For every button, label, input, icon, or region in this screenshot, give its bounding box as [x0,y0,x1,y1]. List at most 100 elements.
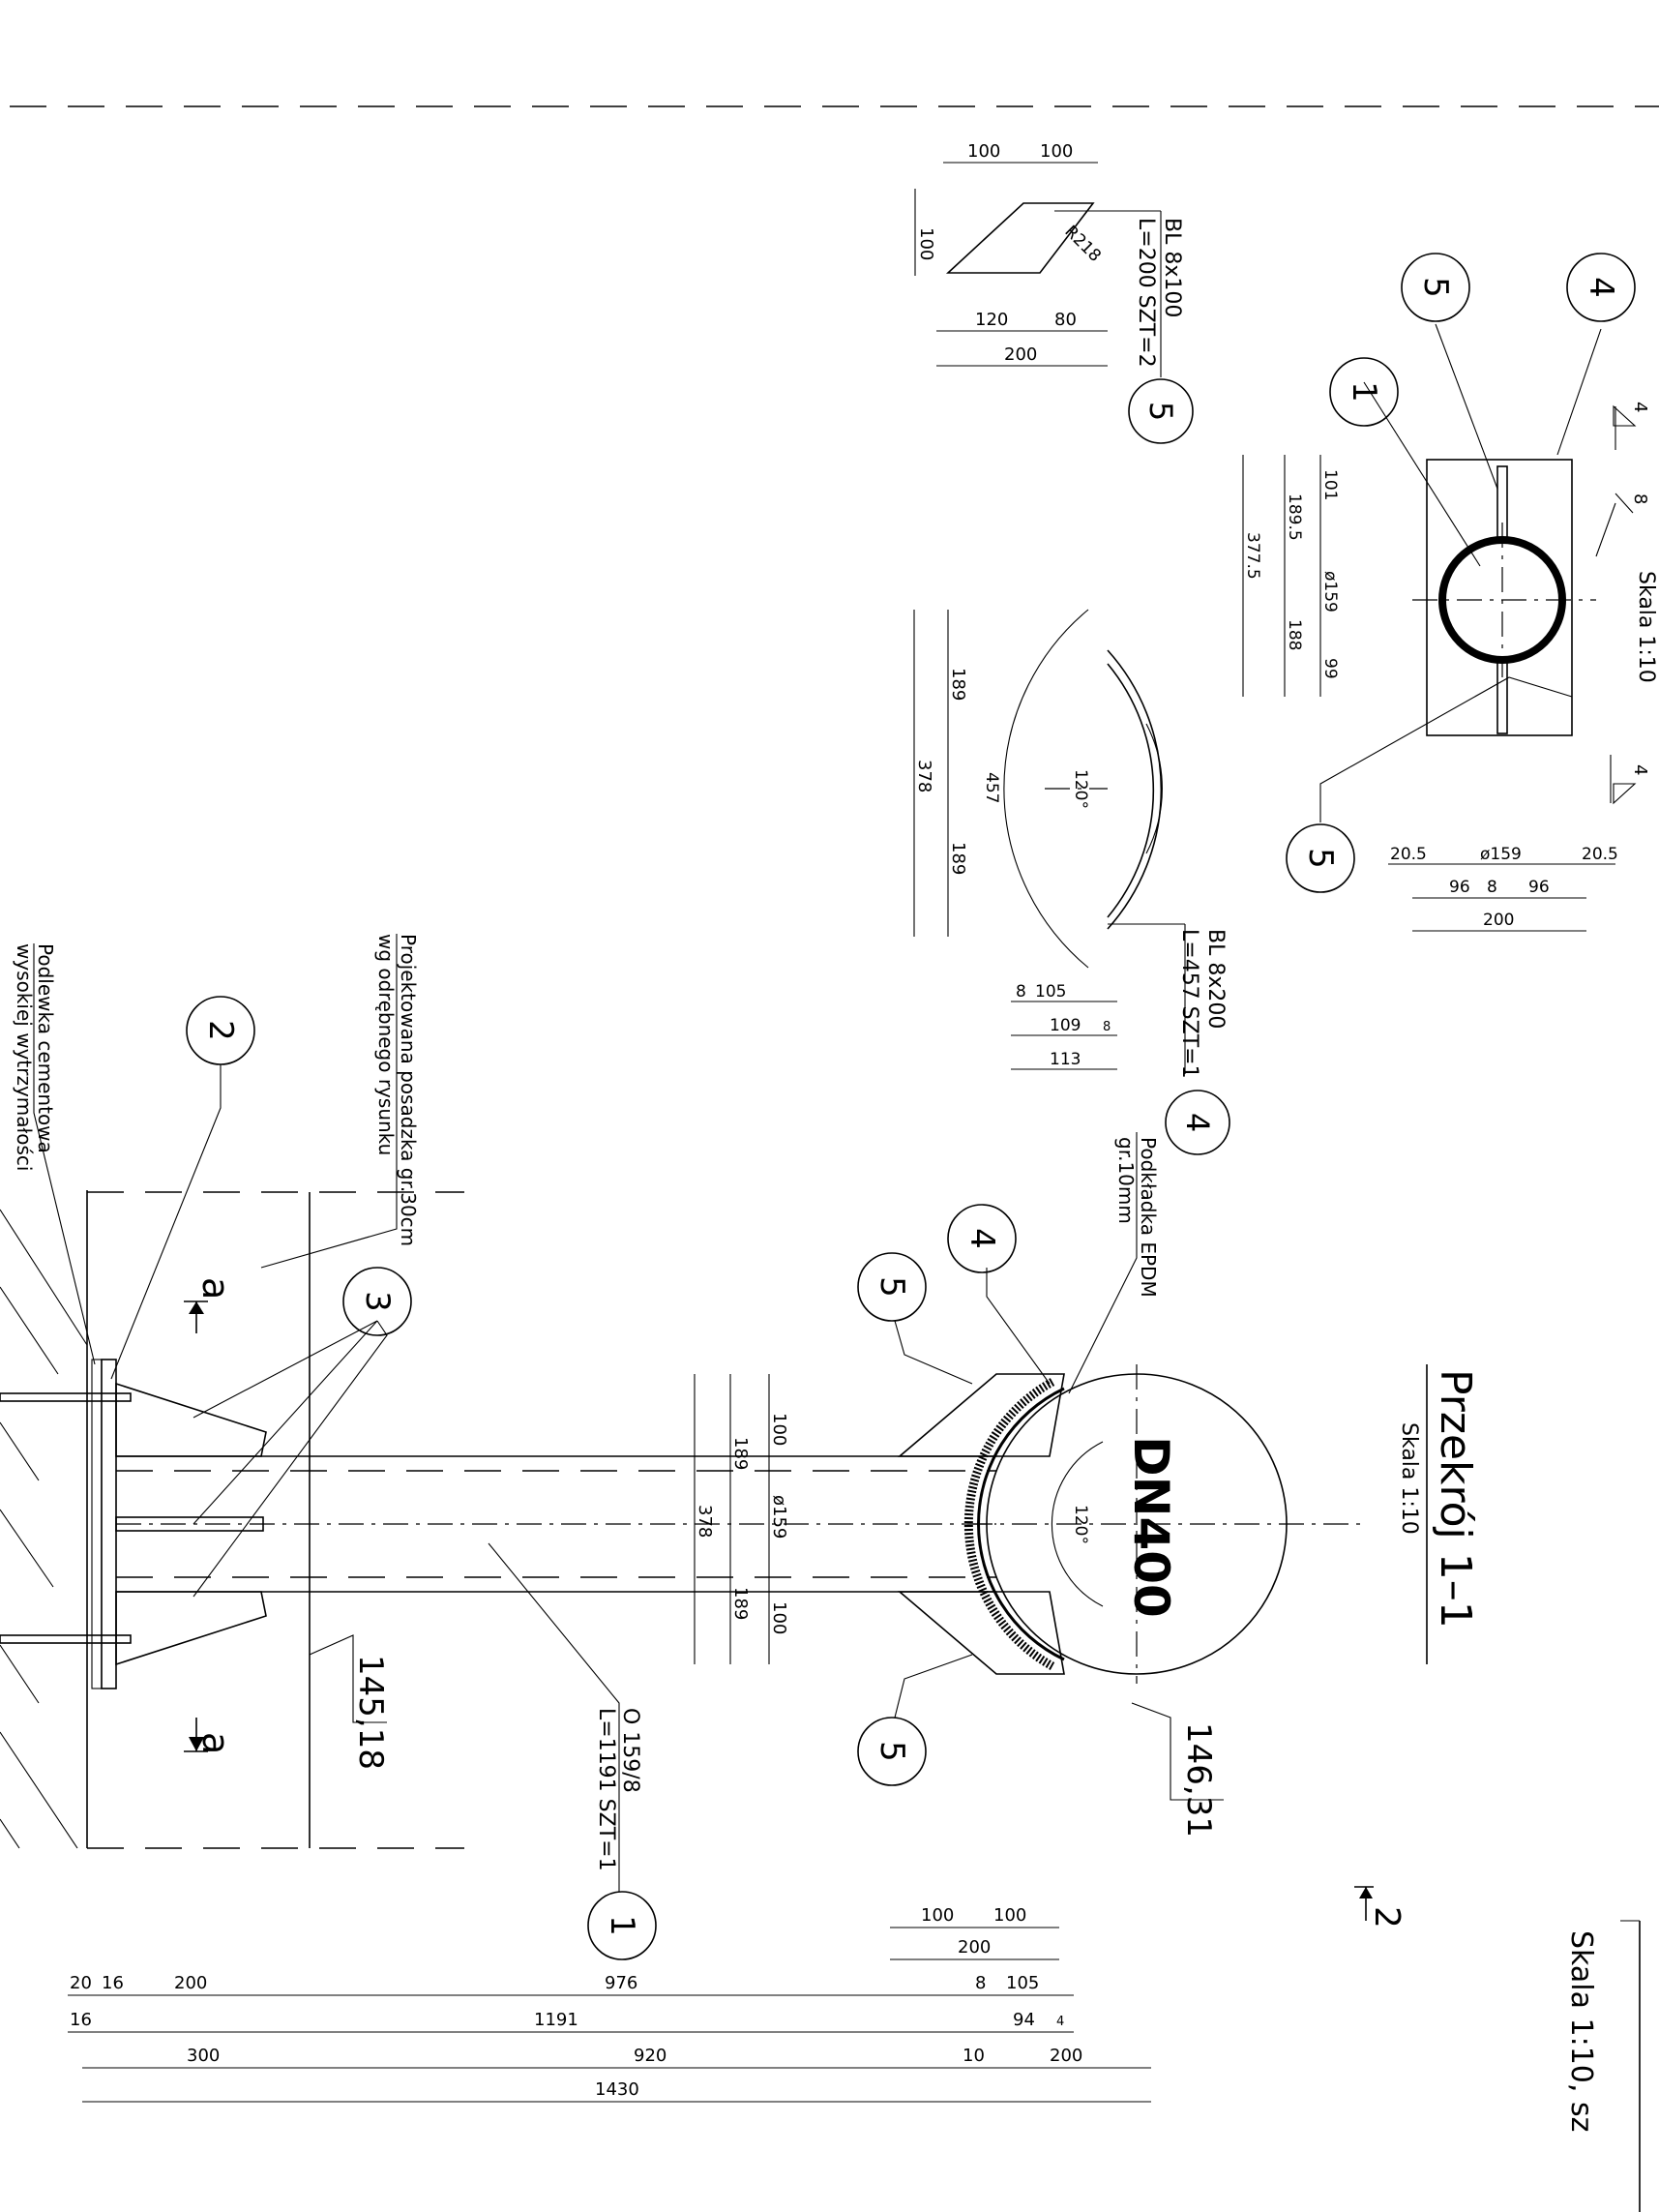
plan-dim-d159-h: ø159 [1480,845,1522,864]
plan-dim-20-5b: 20.5 [1582,845,1618,864]
floor-note-leader [260,934,398,1269]
plan-dim-377-5: 377.5 [1243,532,1262,580]
gusset-5-bottom [897,1591,1065,1675]
section-angle: 120° [1071,1505,1090,1544]
pad-note-leader [1068,1132,1138,1394]
section-mark-2: 2 [1367,1906,1407,1928]
balloon-5-plan [1401,253,1470,322]
p5-spec: BL 8x100 [1160,218,1184,317]
bdim-300: 300 [187,2046,220,2066]
plan-dim-188: 188 [1285,619,1304,650]
p5-dim-120: 120 [975,310,1008,330]
elev-top-mark [1131,1702,1224,1801]
epdm-pad [963,1378,1055,1670]
balloon-4-plan [1566,253,1636,322]
p4-spec: BL 8x200 [1203,929,1228,1029]
plan-dim-96a: 96 [1449,878,1470,897]
plate-4-outer-arc [1107,649,1163,930]
pad-note-2: gr.10mm [1114,1137,1138,1224]
col-dim-189a: 189 [730,1437,751,1470]
p4-dim-113: 113 [1050,1050,1081,1069]
balloon-5b-section-text: 5 [873,1741,911,1762]
bdim-94: 94 [1013,2010,1035,2030]
base-plate-outline [1426,459,1573,736]
gusset-bottom [1496,661,1508,734]
leader-5-top [1435,323,1498,490]
p5-dim-100b: 100 [1040,141,1073,162]
balloon-5-plan-text: 5 [1416,277,1455,298]
p4-dim-189a: 189 [948,668,968,701]
bdim-10: 10 [963,2046,985,2066]
section-mark-a-top: a [194,1277,237,1300]
leader-5a-section [894,1320,973,1385]
p4-qty: L=457 SZT=1 [1177,929,1201,1079]
concrete-hatch [0,1209,88,1849]
balloon-5-detail-text: 5 [1142,402,1179,421]
plan-dim-20-5a: 20.5 [1390,845,1427,864]
plan-dim-8: 8 [1487,878,1497,897]
p1-spec: O 159/8 [618,1708,642,1793]
bdim-16b: 16 [70,2010,92,2030]
section-scale: Skala 1:10 [1397,1422,1421,1535]
p4-dim-105: 105 [1035,982,1066,1001]
section-view: DN400 120° [0,934,1480,1960]
col-dim-100a: 100 [769,1413,789,1446]
gusset-3-top [115,1382,267,1457]
elevation-bottom: 145,18 [351,1655,390,1770]
p4-dim-120: 120° [1071,769,1090,809]
angle-arc [1051,1441,1104,1607]
balloon-4-section [947,1204,1017,1273]
bdim-1430: 1430 [595,2079,639,2100]
grout-note-leader [33,943,96,1365]
balloon-5a-section-text: 5 [873,1276,911,1298]
weld-1-size: 4 [1630,402,1650,412]
plan-dim-189-5: 189.5 [1285,493,1304,541]
plate-4-inner-arc [1107,663,1155,918]
p5-qty: L=200 SZT=2 [1134,218,1158,368]
weld-2-size: 8 [1630,493,1650,504]
leader-5-bottom [1319,676,1573,822]
p4-dim-378: 378 [914,760,934,792]
p4-dim-457: 457 [982,772,1001,803]
balloon-4-section-text: 4 [963,1228,1001,1249]
bdim-4: 4 [1056,2015,1064,2029]
col-dim-189b: 189 [730,1587,751,1620]
section-mark-a-bottom: a [194,1732,237,1754]
balloon-5-plan-b [1286,823,1355,893]
balloon-5-detail [1128,378,1194,444]
p5-dim-80: 80 [1054,310,1077,330]
bdim-8: 8 [975,1973,986,1993]
grout-note-2: wysokiej wytrzymałości [13,943,36,1171]
leader-5b-section [894,1654,973,1719]
plate-5-shape [945,202,1095,274]
bdim-100b: 100 [993,1905,1026,1926]
plate-5-detail: 100 100 100 R218 120 80 200 BL 8x100 L=2… [914,141,1194,444]
section-arrow-a-top [184,1300,208,1333]
plan-dim-200: 200 [1483,911,1514,930]
p5-dim-200: 200 [1004,344,1037,365]
p1-qty: L=1191 SZT=1 [594,1708,618,1871]
balloon-4-detail [1165,1090,1230,1155]
bdim-105: 105 [1006,1973,1039,1993]
weld-symbol-1 [1613,404,1637,450]
balloon-5b-section [857,1717,927,1786]
plate-4-dim-arc [1003,609,1089,969]
leader-3a [193,1320,388,1598]
section-arrow-a-bottom [184,1718,208,1752]
balloon-1-plan [1329,357,1399,427]
balloon-4-detail-text: 4 [1179,1113,1216,1132]
floor-note-1: Projektowana posadzka gr.30cm [397,934,420,1246]
leader-4 [1556,328,1602,456]
leader-1-section [488,1542,620,1892]
balloon-3-text: 3 [358,1291,397,1312]
bdim-100a: 100 [921,1905,954,1926]
bdim-200: 200 [958,1937,991,1958]
gusset-5-top [897,1373,1065,1457]
p5-dim-100a: 100 [967,141,1000,162]
p5-dim-100c: 100 [916,227,936,260]
balloon-2-text: 2 [201,1020,240,1041]
weld-symbol-2 [1595,493,1634,557]
gusset-top [1496,465,1508,539]
plan-dim-101: 101 [1320,469,1340,500]
balloon-2 [186,996,255,1065]
